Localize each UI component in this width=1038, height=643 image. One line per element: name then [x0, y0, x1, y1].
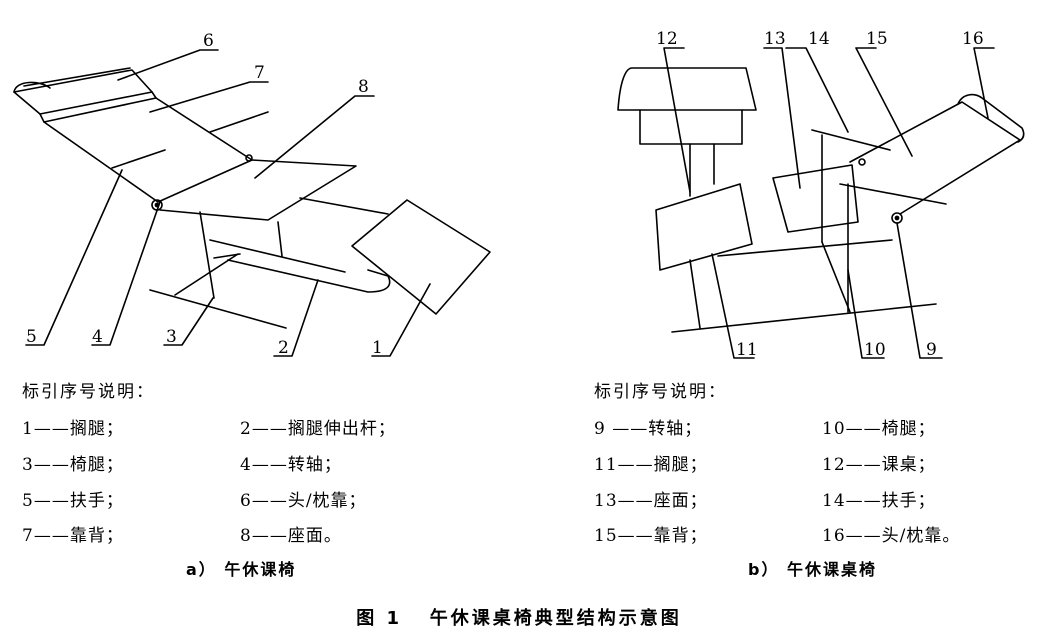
callout-b-9: 9 [926, 340, 937, 360]
armrest-b [811, 129, 891, 151]
legend-a-item: 4——转轴； [240, 455, 342, 475]
callout-b-16: 16 [962, 29, 984, 49]
leg-rest-a [351, 199, 491, 315]
legend-a-item: 5——扶手； [22, 491, 124, 511]
seat-b [772, 164, 859, 233]
backrest-b [849, 101, 1021, 215]
callout-b-14: 14 [808, 29, 830, 49]
chair-b-drawing [617, 47, 1025, 359]
callout-a-8: 8 [358, 77, 369, 97]
legend-b-item: 9 ——转轴； [594, 419, 703, 439]
callout-a-6: 6 [203, 31, 214, 51]
subcaption-a: a） 午休课椅 [186, 560, 297, 579]
legend-a-item: 8——座面。 [240, 526, 342, 546]
callout-a-4: 4 [92, 327, 103, 347]
callout-a-2: 2 [278, 338, 289, 358]
desk-b [617, 67, 757, 111]
leg-rest-b [655, 183, 753, 271]
legend-a-item: 1——搁腿； [22, 419, 124, 439]
figure-caption: 图 1 午休课桌椅典型结构示意图 [356, 608, 682, 629]
callout-b-15: 15 [866, 29, 888, 49]
legend-a-item: 6——头/枕靠； [240, 491, 367, 511]
legend-b-heading: 标引序号说明： [594, 382, 727, 402]
legend-a-item: 7——靠背； [22, 526, 124, 546]
pillow-b [957, 93, 1025, 143]
legend-a-heading: 标引序号说明： [22, 382, 155, 402]
seat-a [159, 159, 357, 221]
legend-b-item: 10——椅腿； [822, 419, 936, 439]
legend-b-item: 13——座面； [594, 491, 708, 511]
callout-a-1: 1 [372, 338, 383, 358]
backrest-a [43, 97, 253, 203]
callout-b-13: 13 [764, 29, 786, 49]
callout-a-5: 5 [26, 327, 37, 347]
legend-b-item: 11——搁腿； [594, 455, 708, 475]
callout-b-11: 11 [736, 340, 758, 360]
subcaption-b: b） 午休课桌椅 [748, 560, 878, 579]
legend-b-item: 12——课桌； [822, 455, 936, 475]
callouts-a: 6 7 8 5 4 3 2 1 [26, 31, 383, 358]
legend-b-item: 14——扶手； [822, 491, 936, 511]
legend-b-item: 15——靠背； [594, 526, 708, 546]
callouts-b: 12 13 14 15 16 11 10 9 [656, 29, 984, 360]
callout-a-7: 7 [254, 63, 265, 83]
callout-b-10: 10 [864, 340, 886, 360]
legend-a-item: 2——搁腿伸出杆； [240, 419, 396, 439]
chair-a-drawing [13, 49, 491, 357]
callout-b-12: 12 [656, 29, 678, 49]
callout-a-3: 3 [166, 327, 177, 347]
legend-a-item: 3——椅腿； [22, 455, 124, 475]
legend-b-item: 16——头/枕靠。 [822, 526, 961, 546]
